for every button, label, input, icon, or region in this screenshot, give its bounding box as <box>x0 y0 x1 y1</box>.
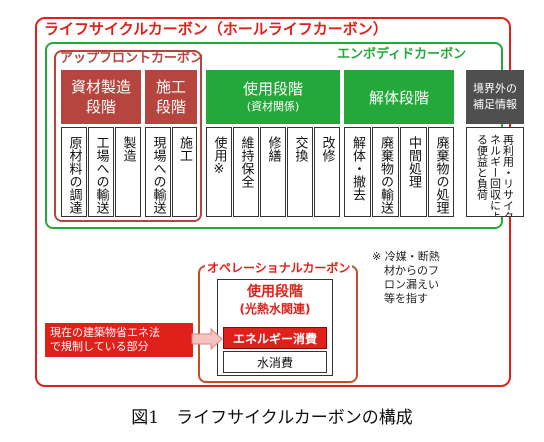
material-stage-header-line1: 資材製造 <box>70 78 131 96</box>
cell-repair: 修繕 <box>260 127 286 217</box>
construction-stage-header-line2: 段階 <box>155 98 186 116</box>
external-info-line1: 再利用・リサイクル・エ <box>501 134 515 217</box>
cell-raw-material-procurement: 原材料の調達 <box>61 127 87 217</box>
use-stage-header: 使用段階 (資材関係) <box>206 70 340 124</box>
regulation-callout: 現在の建築物省エネ法 で規制している部分 <box>45 323 193 357</box>
cell-construction-label: 施工 <box>177 136 192 162</box>
cell-repair-label: 修繕 <box>265 136 281 162</box>
figure-caption: 図1 ライフサイクルカーボンの構成 <box>131 408 413 428</box>
operational-use-header-line1: 使用段階 <box>247 284 303 300</box>
cell-demolition-removal-label: 解体・撤去 <box>350 136 365 201</box>
cell-renovation-label: 改修 <box>319 136 335 162</box>
cell-manufacturing: 製造 <box>115 127 141 217</box>
external-info-line2: ネルギー回収によ <box>488 134 502 217</box>
material-stage-header-line2: 段階 <box>85 98 116 116</box>
operational-use-header: 使用段階 (光熱水関連) <box>217 283 333 317</box>
refrigerant-note-line3: ロン漏えい <box>384 278 439 291</box>
refrigerant-note-line1: ※ 冷媒・断熱 <box>372 250 440 263</box>
cell-transport-to-factory: 工場への輸送 <box>88 127 114 217</box>
operational-use-header-line2: (光熱水関連) <box>239 302 311 316</box>
upfront-carbon-title: アップフロントカーボン <box>60 51 204 66</box>
refrigerant-note-line2: 材からのフ <box>384 264 439 277</box>
cell-raw-material-procurement-label: 原材料の調達 <box>66 136 82 214</box>
construction-stage-header-line1: 施工 <box>155 78 186 96</box>
cell-renovation: 改修 <box>314 127 340 217</box>
demolition-stage-header: 解体段階 <box>344 70 454 124</box>
cell-transport-to-site-label: 現場への輸送 <box>150 136 166 214</box>
energy-consumption-label: エネルギー消費 <box>232 331 317 346</box>
cell-demolition-removal: 解体・撤去 <box>344 127 371 217</box>
cell-construction: 施工 <box>172 127 197 217</box>
cell-replacement: 交換 <box>287 127 313 217</box>
cell-intermediate-treatment-label: 中間処理 <box>406 136 421 188</box>
regulation-arrow-icon <box>191 328 223 350</box>
external-info-header: 境界外の 補足情報 <box>466 70 524 124</box>
cell-manufacturing-label: 製造 <box>120 136 136 162</box>
external-info-line3: る便益と負荷 <box>475 134 489 200</box>
demolition-stage-header-text: 解体段階 <box>368 88 429 107</box>
regulation-callout-line2: で規制している部分 <box>50 340 149 353</box>
cell-use: 使用※ <box>206 127 232 217</box>
cell-waste-transport: 廃棄物の輸送 <box>372 127 399 217</box>
cell-intermediate-treatment: 中間処理 <box>400 127 427 217</box>
external-info-header-line1: 境界外の <box>473 82 517 95</box>
use-stage-header-line2: (資材関係) <box>246 100 300 113</box>
material-stage-header: 資材製造 段階 <box>61 70 141 124</box>
external-info-header-line2: 補足情報 <box>473 98 517 111</box>
regulation-callout-line1: 現在の建築物省エネ法 <box>50 326 160 339</box>
operational-carbon-title: オペレーショナルカーボン <box>205 261 353 275</box>
cell-replacement-label: 交換 <box>292 136 308 162</box>
cell-waste-disposal-label: 廃棄物の処理 <box>433 136 449 214</box>
construction-stage-header: 施工 段階 <box>145 70 197 124</box>
cell-external-info: 再利用・リサイクル・エ ネルギー回収によ る便益と負荷 <box>466 127 524 217</box>
cell-transport-to-site: 現場への輸送 <box>145 127 171 217</box>
lifecycle-carbon-title: ライフサイクルカーボン（ホールライフカーボン） <box>44 20 388 38</box>
cell-maintenance-label: 維持保全 <box>238 136 254 188</box>
energy-consumption-box: エネルギー消費 <box>223 327 327 349</box>
cell-use-label: 使用※ <box>211 136 227 177</box>
refrigerant-note: ※ 冷媒・断熱 材からのフ ロン漏えい 等を指す <box>372 250 452 306</box>
cell-maintenance: 維持保全 <box>233 127 259 217</box>
refrigerant-note-line4: 等を指す <box>384 292 428 305</box>
embodied-carbon-title: エンボディドカーボン <box>337 47 467 62</box>
cell-waste-transport-label: 廃棄物の輸送 <box>378 136 393 214</box>
water-consumption-label: 水消費 <box>256 355 293 370</box>
upfront-carbon-frame <box>54 50 202 222</box>
cell-waste-disposal: 廃棄物の処理 <box>428 127 454 217</box>
use-stage-header-line1: 使用段階 <box>242 80 303 98</box>
cell-transport-to-factory-label: 工場への輸送 <box>93 136 109 214</box>
water-consumption-box: 水消費 <box>223 351 327 373</box>
